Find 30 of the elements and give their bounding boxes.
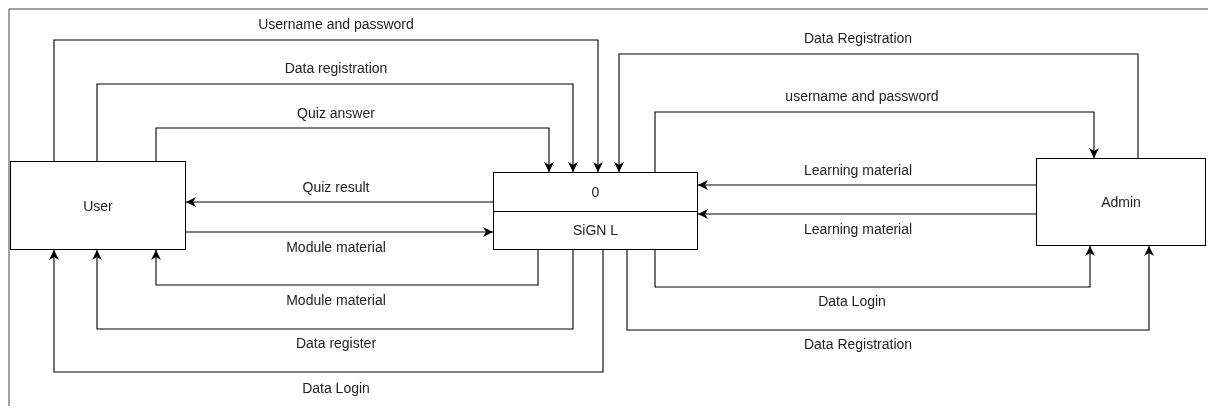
arrow (155, 127, 554, 173)
entity-label: Admin (1101, 194, 1141, 210)
entity-box (10, 161, 186, 250)
arrow (185, 197, 494, 207)
arrow (697, 180, 1037, 190)
arrow (92, 249, 574, 330)
edge-label: Quiz answer (295, 105, 377, 121)
edge-label: Quiz result (300, 179, 372, 195)
edge-label: Data Login (300, 380, 372, 396)
edge-label: username and password (783, 88, 941, 104)
arrow (96, 83, 578, 173)
arrow (654, 245, 1095, 288)
process-number: 0 (591, 183, 600, 200)
edge-label: Data registration (282, 60, 390, 76)
entity-label: User (83, 197, 113, 214)
edge-label: Module material (284, 239, 388, 255)
entity-box (1036, 158, 1206, 246)
arrow (185, 227, 494, 237)
arrow (697, 209, 1037, 219)
arrow (53, 39, 603, 173)
edge-label: Username and password (256, 16, 416, 32)
process-box (493, 172, 698, 250)
arrow (614, 53, 1139, 173)
edge-label: Module material (284, 292, 388, 308)
entity-label: SiGN L (572, 222, 619, 239)
edge-label: Data Login (816, 293, 888, 309)
arrow (151, 249, 539, 286)
arrow (626, 245, 1154, 331)
arrow (49, 249, 604, 373)
arrow (654, 111, 1099, 173)
